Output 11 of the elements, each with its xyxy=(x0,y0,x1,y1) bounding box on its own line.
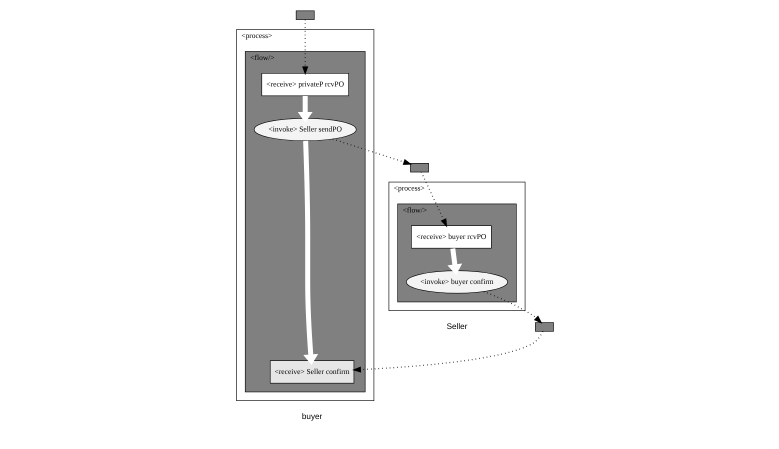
node-box xyxy=(295,10,314,20)
arrow xyxy=(483,291,542,324)
arrow xyxy=(352,331,543,373)
arrow xyxy=(297,96,312,123)
arrow xyxy=(302,140,318,365)
arrow xyxy=(446,248,462,275)
arrow xyxy=(332,138,412,165)
node-box xyxy=(410,162,428,172)
arrow xyxy=(420,172,447,228)
node-box xyxy=(534,322,554,332)
arrow xyxy=(302,20,308,76)
